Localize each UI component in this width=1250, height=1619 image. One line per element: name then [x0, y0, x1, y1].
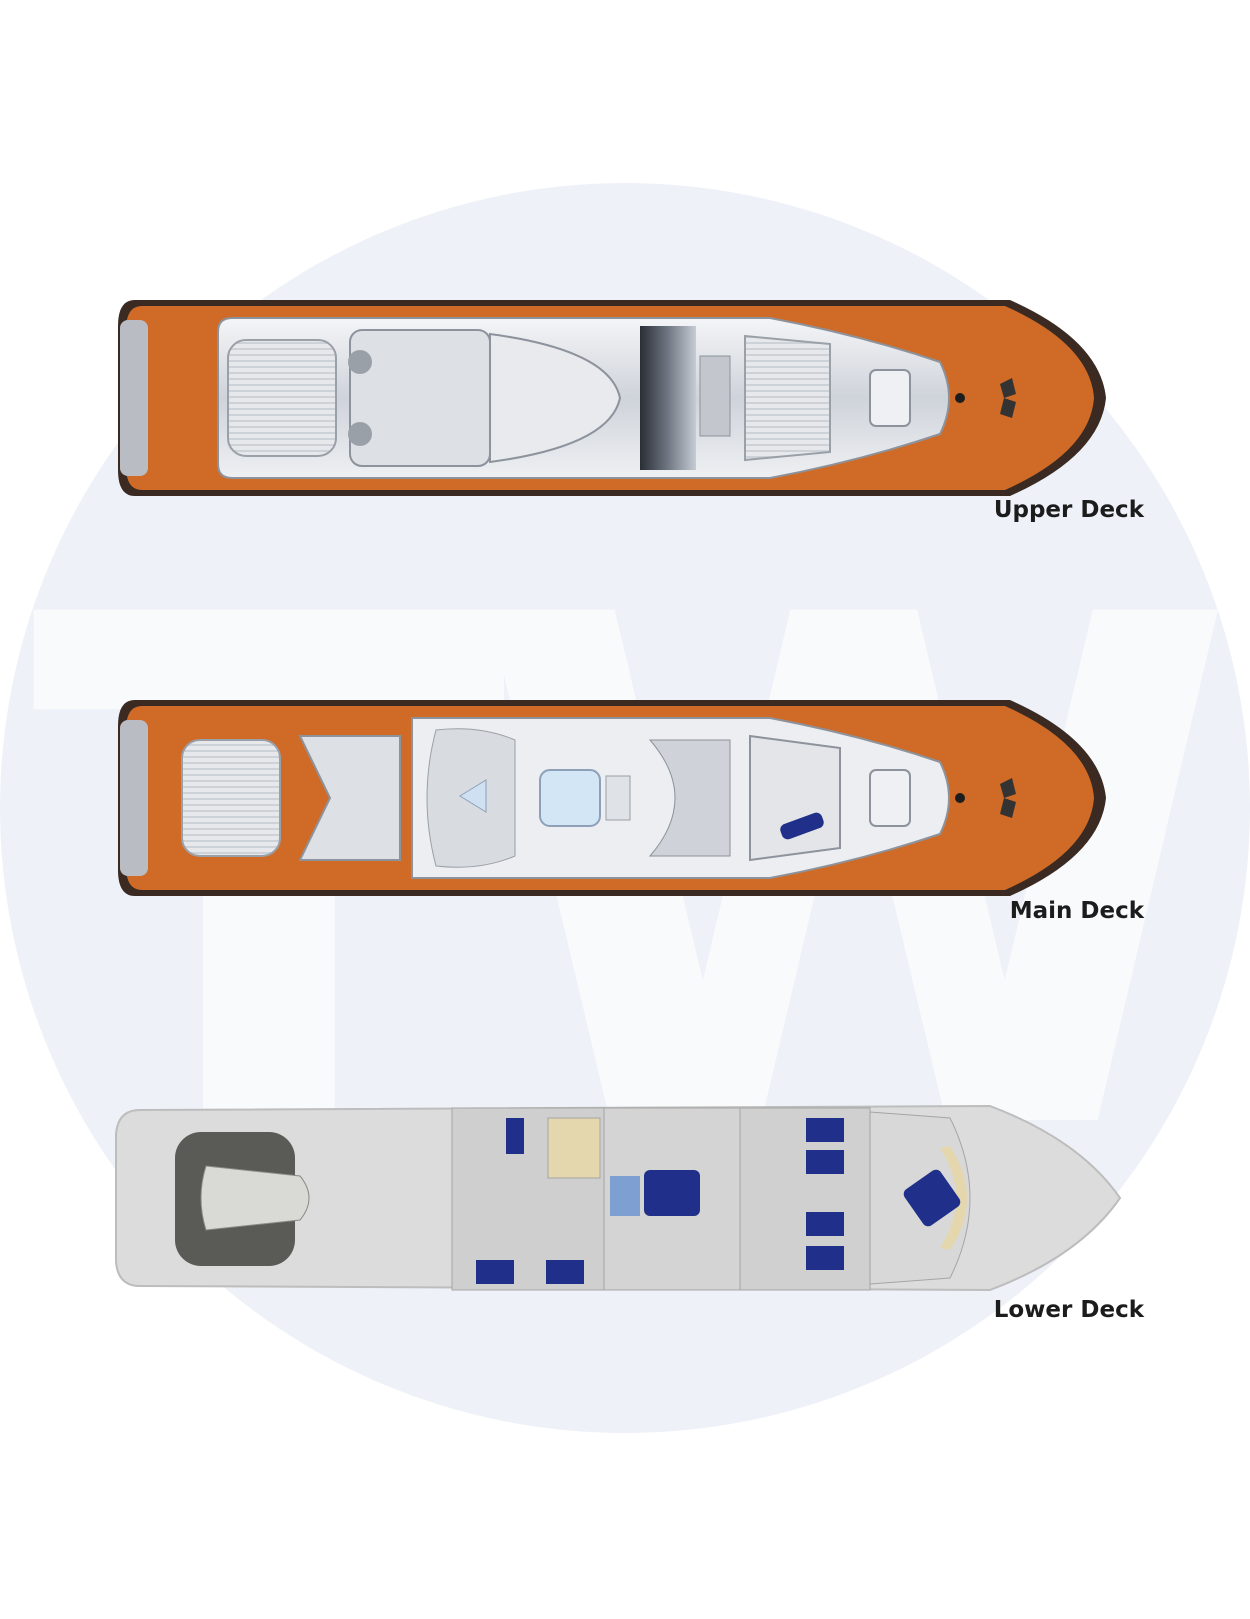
cockpit-seating — [298, 735, 401, 861]
windscreen — [489, 332, 622, 464]
crew-berth — [506, 1118, 524, 1154]
upper-deck-plan — [118, 300, 1106, 496]
crew-berth — [546, 1260, 584, 1284]
guest-bed — [806, 1212, 844, 1236]
vents — [699, 355, 731, 437]
sunpad-aft — [181, 739, 281, 857]
swim-platform — [120, 320, 148, 476]
guest-bed — [806, 1118, 844, 1142]
coffee-table — [459, 779, 487, 813]
deck-label-main: Main Deck — [1010, 898, 1145, 924]
vip-bed — [903, 1169, 961, 1227]
hardtop-glass — [640, 326, 696, 470]
tender — [200, 1165, 310, 1231]
sunpad-aft — [227, 339, 337, 457]
deck-fitting — [955, 393, 965, 403]
main-deck-plan — [118, 700, 1106, 896]
helm-station — [648, 739, 731, 857]
stool — [348, 350, 372, 374]
vip-bench — [940, 1146, 967, 1250]
swim-platform — [120, 720, 148, 876]
guest-bed — [806, 1150, 844, 1174]
dining-table — [539, 769, 601, 827]
windlass — [1000, 778, 1016, 818]
helm-seating — [349, 329, 491, 467]
anchor-hatch — [869, 369, 911, 427]
deck-label-lower: Lower Deck — [994, 1297, 1145, 1323]
chairs — [605, 775, 631, 821]
deck-labels: Upper Deck Main Deck Lower Deck — [994, 497, 1145, 1323]
foredeck — [749, 734, 841, 862]
lower-deck-plan — [115, 1104, 1122, 1292]
deck-label-upper: Upper Deck — [994, 497, 1145, 523]
stool — [348, 422, 372, 446]
windlass — [1000, 378, 1016, 418]
tender-seat — [780, 812, 824, 840]
guest-bed — [806, 1246, 844, 1270]
crew-berth — [476, 1260, 514, 1284]
master-ensuite — [610, 1176, 640, 1216]
foredeck-sunpad — [744, 334, 831, 462]
anchor-hatch — [869, 769, 911, 827]
deck-fitting — [955, 793, 965, 803]
guest-cabins — [739, 1107, 871, 1291]
master-bed — [644, 1170, 700, 1216]
galley — [547, 1117, 601, 1179]
